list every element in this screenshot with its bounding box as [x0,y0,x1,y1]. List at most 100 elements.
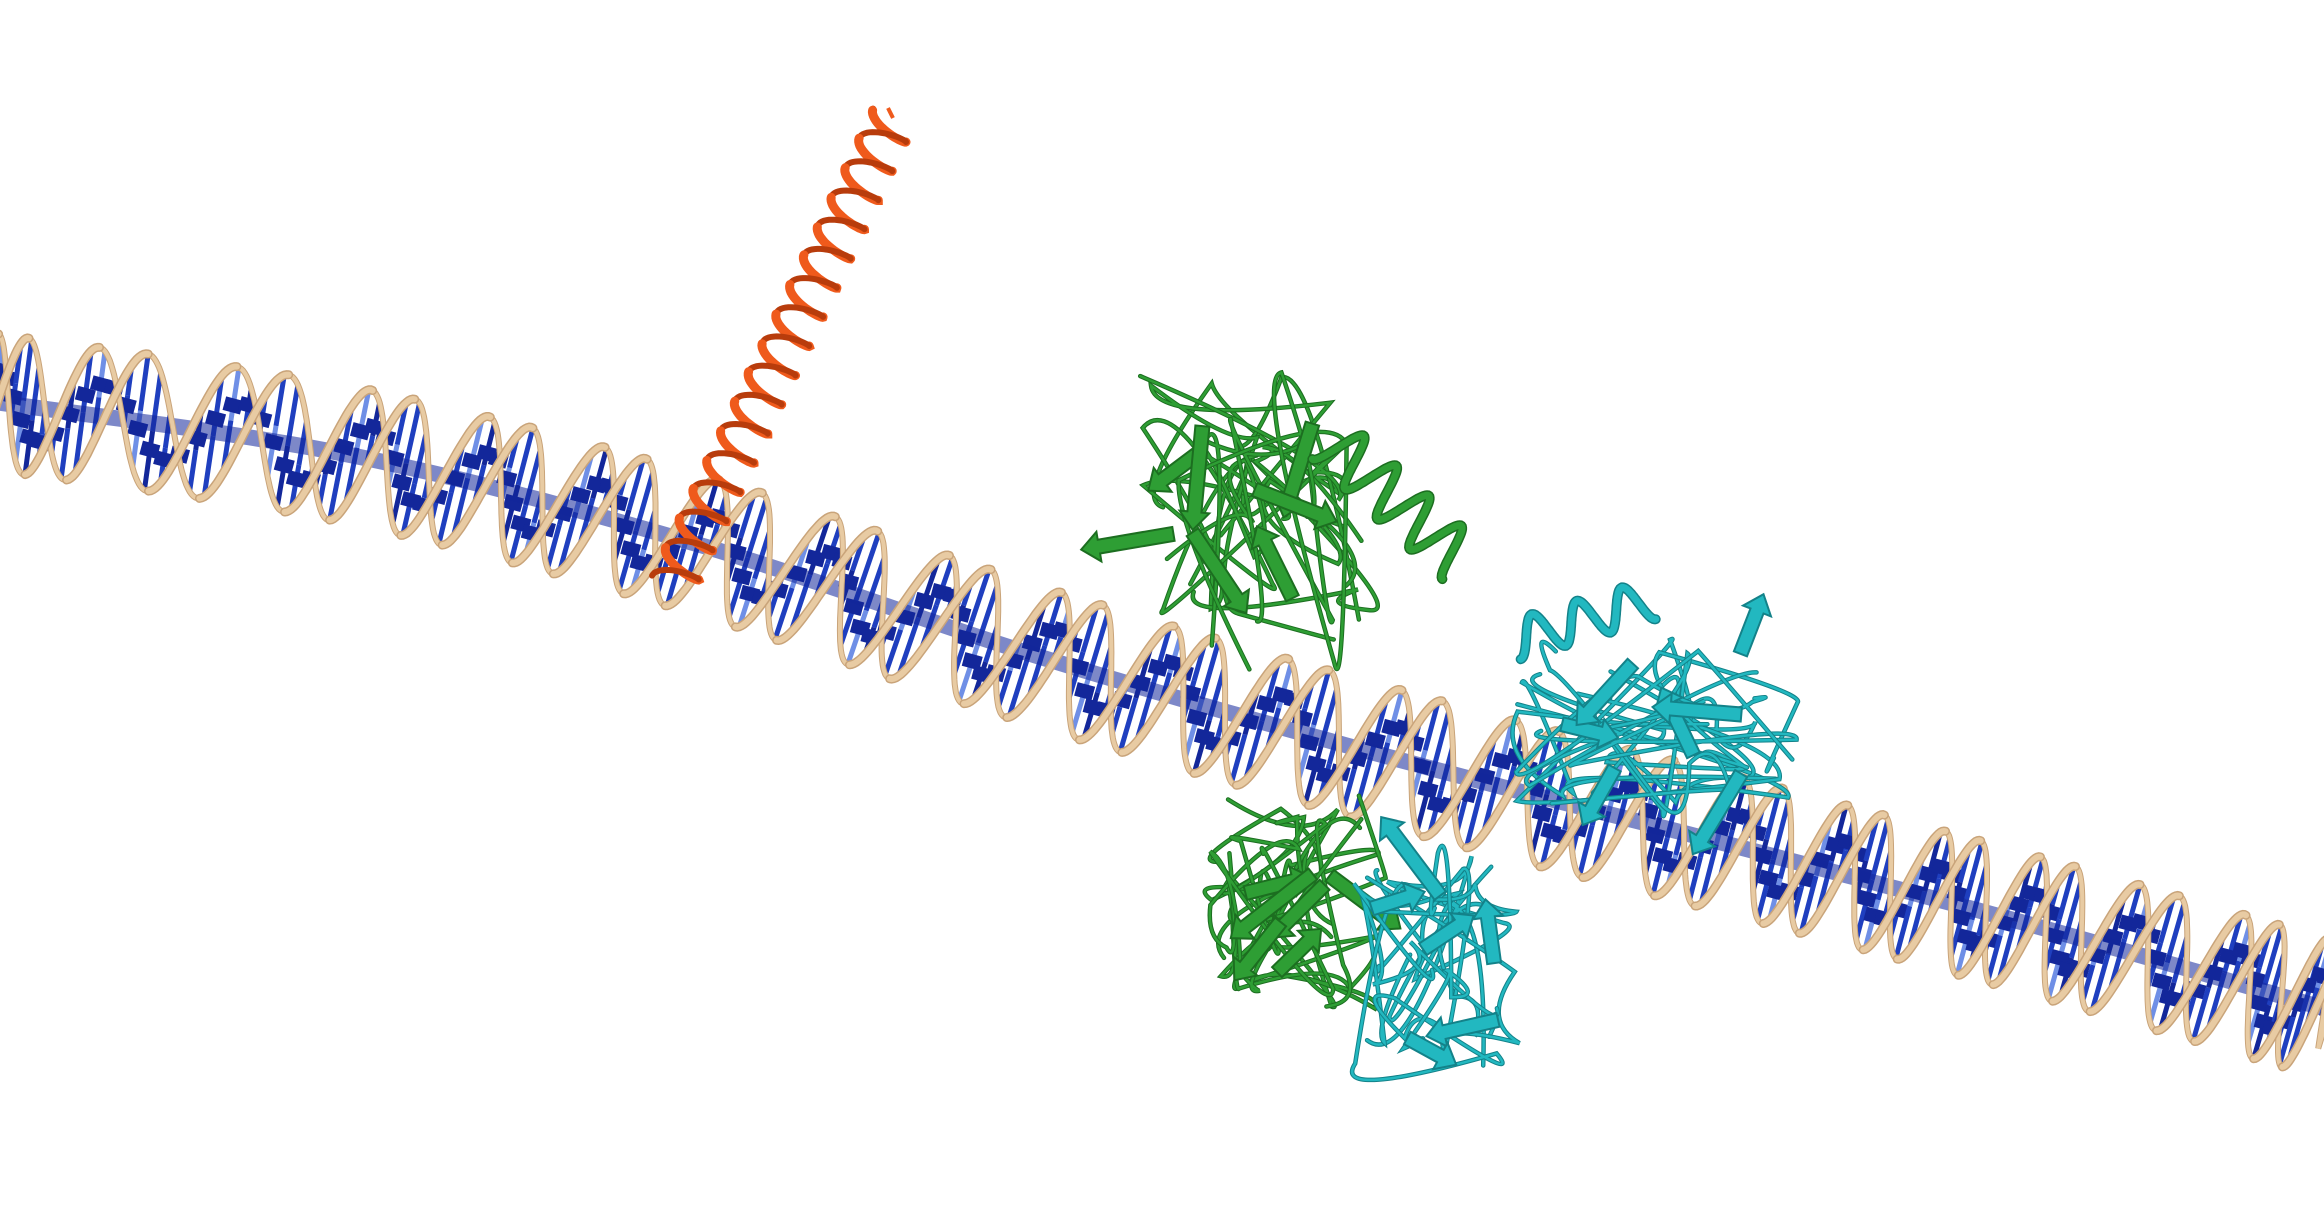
backbone-ribbon [732,513,839,631]
coil-loop-highlight [1149,382,1335,641]
backbone-ribbon [947,553,966,706]
backbone-ribbon [2276,922,2287,1069]
base-pair-stem [1869,819,1891,881]
base-pair-stem [1006,658,1030,718]
base-pair-stem [1081,691,1100,740]
base-pair-stem [273,374,287,427]
backbone-ribbon [1400,688,1426,839]
nucleotide-base [391,473,413,492]
base-pair-stem [1430,710,1452,772]
helix-ribbon-segment [649,566,702,583]
backbone-ribbon [1760,801,1851,927]
beta-strand-arrow [1424,1011,1501,1049]
beta-strand-arrow [1079,525,1176,564]
base-pair-stem [1954,919,1975,976]
nucleotide-base [1147,658,1169,677]
backbone-ribbon [1781,786,1802,936]
nucleotide-base [570,486,592,505]
backbone-ribbon [2049,881,2143,1005]
backbone-ribbon [2138,882,2159,1033]
base-pair-stem [2277,1016,2296,1065]
base-pair-stem [285,384,301,447]
backbone-ribbon [1003,601,1106,721]
base-pair-stem [1070,671,1093,733]
nucleotide-base [139,440,161,459]
nucleotide-base [1417,780,1439,799]
base-pair-stem [274,445,291,508]
backbone-ribbon [1118,634,1219,756]
base-pair-stem [1893,905,1913,960]
backbone-ribbon [2073,864,2093,1014]
backbone-ribbon [2153,911,2249,1034]
backbone-ribbon [2191,921,2283,1045]
base-pair-stem [736,577,757,628]
helix-ribbon-segment [800,245,854,262]
helix-ribbon-segment [717,420,771,437]
helix-ribbon-segment [856,129,909,145]
backbone-ribbon [1955,853,2044,979]
base-pair-stem [726,557,751,618]
nucleotide-base [1757,869,1779,888]
nucleotide-base [2009,895,2031,914]
backbone-ribbon [846,551,953,668]
nucleotide-base [2151,972,2173,991]
base-pair-stem [1259,660,1282,722]
base-pair-stem [1199,640,1222,700]
base-pair-stem [327,462,344,521]
dna-backbone-rear-strand [0,331,2324,1070]
helix-ribbon-segment [662,537,716,554]
helix-ribbon-segment [759,333,813,349]
backbone-ribbon [717,477,738,629]
backbone-ribbon [1990,863,2079,988]
helix-ribbon-segment [703,450,757,466]
beta-strand-arrow [1687,768,1749,856]
coil-loop-highlight [1203,417,1335,647]
beta-strand-arrow [1732,592,1773,658]
alpha-helix-protein-orange [649,105,911,585]
nucleotide-base [1531,804,1553,823]
backbone-ribbon [1420,716,1520,840]
backbone-ribbon [2038,854,2055,1004]
backbone-ribbon [961,588,1065,707]
base-pair-stem [1150,625,1173,685]
base-pair-stem [508,505,529,563]
base-pair-stem [2262,926,2285,986]
beta-strand-arrow [1575,657,1640,727]
helix-ribbon-segment [814,216,868,233]
beta-strand-arrow [1417,911,1475,957]
nucleotide-base [2316,968,2324,988]
helix-terminus [886,107,895,119]
beta-strand-arrow [1402,1030,1458,1071]
backbone-ribbon [1286,657,1311,808]
base-pair-stem [137,353,151,412]
base-pair-stem [1463,791,1484,849]
beta-strand-arrow [1471,897,1506,966]
base-pair-stem [969,568,992,623]
protein-domain-green [1079,369,1468,1012]
beta-strand-arrow [1378,815,1448,902]
base-pair-stem [403,402,422,465]
beta-strand-arrow [1177,424,1212,532]
base-pair-stem [1352,756,1374,817]
backbone-ribbon [26,336,69,482]
helix-ribbon-segment [773,304,827,320]
backbone-ribbon [1557,729,1585,880]
base-pair-stem [956,642,981,702]
backbone-ribbon [662,489,766,609]
base-pair-stem [2089,952,2111,1012]
backbone-ribbon [875,529,892,681]
base-pair-stem [1117,697,1139,753]
backbone-ribbon [2177,893,2197,1044]
short-helix-highlight [1308,431,1466,583]
backbone-ribbon [2250,937,2324,1062]
base-pair-stem [1080,604,1100,653]
base-pair-stem [1922,831,1943,893]
beta-strand-arrow [1232,916,1288,982]
backbone-ribbon [1943,829,1961,978]
backbone-ribbon [2316,997,2324,1050]
base-pair-stem [2056,865,2077,920]
backbone-ribbon [2244,913,2256,1061]
coil-loop-highlight [1514,649,1794,776]
base-pair-stem [80,350,94,413]
